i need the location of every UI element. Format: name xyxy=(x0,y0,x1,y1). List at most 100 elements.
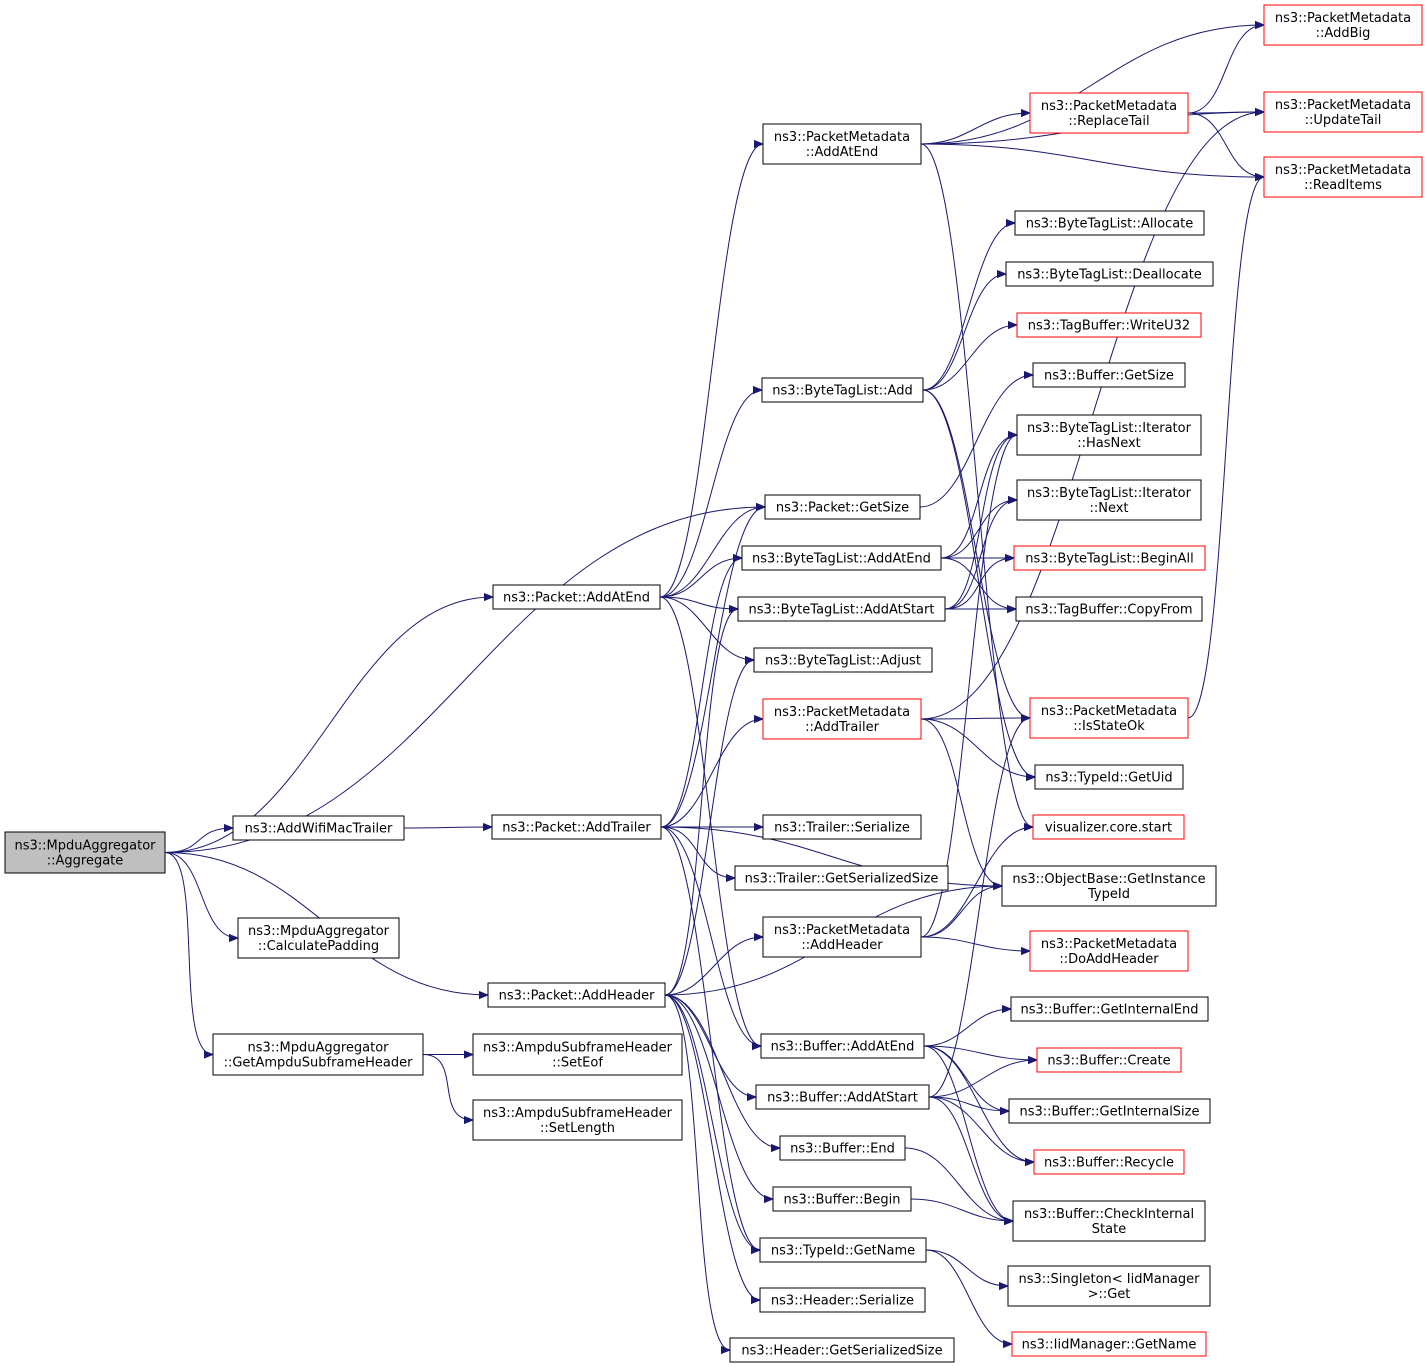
edge-path xyxy=(920,435,1018,938)
node-pmAddBig[interactable]: ns3::PacketMetadata::AddBig xyxy=(1263,4,1423,46)
edge-path xyxy=(922,389,1030,718)
node-agg[interactable]: ns3::MpduAggregator::Aggregate xyxy=(4,831,166,874)
node-box xyxy=(1034,764,1184,790)
node-pktGetSize[interactable]: ns3::Packet::GetSize xyxy=(764,494,921,520)
edge-path xyxy=(659,596,754,660)
node-tbWriteU32[interactable]: ns3::TagBuffer::WriteU32 xyxy=(1016,312,1202,338)
node-label: State xyxy=(1092,1222,1126,1237)
node-bufGetIntEnd[interactable]: ns3::Buffer::GetInternalEnd xyxy=(1010,996,1209,1022)
edge-path xyxy=(1187,25,1264,114)
edge-btlAddAtEnd-to-btlItNext xyxy=(940,500,1017,559)
node-trSer[interactable]: ns3::Trailer::Serialize xyxy=(762,814,922,840)
node-btlAddAtEnd[interactable]: ns3::ByteTagList::AddAtEnd xyxy=(741,545,942,571)
node-btlBeginAll[interactable]: ns3::ByteTagList::BeginAll xyxy=(1013,545,1206,571)
node-label: ns3::PacketMetadata xyxy=(1041,99,1177,114)
node-pmAddTrailer[interactable]: ns3::PacketMetadata::AddTrailer xyxy=(762,698,922,740)
node-box xyxy=(472,1033,683,1076)
node-pmUpdateTail[interactable]: ns3::PacketMetadata::UpdateTail xyxy=(1263,91,1423,133)
node-trGetSer[interactable]: ns3::Trailer::GetSerializedSize xyxy=(734,865,949,891)
node-hdrGetSer[interactable]: ns3::Header::GetSerializedSize xyxy=(729,1337,955,1363)
edge-btlAddAtStart-to-btlItNext xyxy=(944,500,1017,610)
node-label: ns3::Buffer::Create xyxy=(1047,1054,1170,1069)
node-label: ns3::PacketMetadata xyxy=(1275,11,1411,26)
node-calcPad[interactable]: ns3::MpduAggregator::CalculatePadding xyxy=(237,917,400,959)
edge-agg-to-pktGetSize xyxy=(164,507,765,853)
edge-bufAddAtStart-to-bufRecycle xyxy=(928,1096,1034,1162)
node-setEof[interactable]: ns3::AmpduSubframeHeader::SetEof xyxy=(472,1033,683,1076)
node-box xyxy=(1012,1200,1206,1242)
edge-path xyxy=(940,500,1017,559)
edge-path xyxy=(944,435,1017,610)
node-label: ns3::TagBuffer::WriteU32 xyxy=(1028,319,1190,334)
node-box xyxy=(779,1135,906,1161)
node-tidGetName[interactable]: ns3::TypeId::GetName xyxy=(759,1237,927,1263)
node-singletonGet[interactable]: ns3::Singleton< IidManager>::Get xyxy=(1007,1265,1211,1307)
edge-path xyxy=(920,827,1033,938)
node-bufBegin[interactable]: ns3::Buffer::Begin xyxy=(772,1186,912,1212)
node-pmReadItems[interactable]: ns3::PacketMetadata::ReadItems xyxy=(1263,156,1423,198)
node-box xyxy=(237,917,400,959)
edge-path xyxy=(940,557,1016,609)
node-label: ns3::Buffer::GetInternalEnd xyxy=(1020,1003,1198,1018)
node-box xyxy=(1008,1098,1211,1124)
node-hdrSer[interactable]: ns3::Header::Serialize xyxy=(759,1287,926,1313)
node-pmIsStateOk[interactable]: ns3::PacketMetadata::IsStateOk xyxy=(1029,697,1189,739)
node-tidGetUid[interactable]: ns3::TypeId::GetUid xyxy=(1034,764,1184,790)
node-addWifi[interactable]: ns3::AddWifiMacTrailer xyxy=(232,815,405,841)
node-tbCopyFrom[interactable]: ns3::TagBuffer::CopyFrom xyxy=(1015,596,1203,622)
node-btlAdjust[interactable]: ns3::ByteTagList::Adjust xyxy=(753,647,933,673)
node-box xyxy=(741,545,942,571)
node-pmReplaceTail[interactable]: ns3::PacketMetadata::ReplaceTail xyxy=(1029,92,1189,134)
node-label: ns3::TagBuffer::CopyFrom xyxy=(1025,603,1192,618)
node-btlItHasNext[interactable]: ns3::ByteTagList::Iterator::HasNext xyxy=(1016,414,1202,456)
edge-bufAddAtEnd-to-bufGetIntEnd xyxy=(923,1009,1011,1047)
edge-path xyxy=(920,113,1030,145)
node-pmDoAddHeader[interactable]: ns3::PacketMetadata::DoAddHeader xyxy=(1029,930,1189,972)
node-getAmpdu[interactable]: ns3::MpduAggregator::GetAmpduSubframeHea… xyxy=(212,1033,424,1076)
node-bufAddAtStart[interactable]: ns3::Buffer::AddAtStart xyxy=(755,1084,930,1110)
node-pktAddHeader[interactable]: ns3::Packet::AddHeader xyxy=(487,982,666,1008)
node-btlDeallocate[interactable]: ns3::ByteTagList::Deallocate xyxy=(1005,261,1214,287)
node-label: ns3::ByteTagList::Adjust xyxy=(765,654,921,669)
node-box xyxy=(472,1099,683,1141)
node-bufCreate[interactable]: ns3::Buffer::Create xyxy=(1036,1047,1182,1073)
edge-bufAddAtEnd-to-bufRecycle xyxy=(923,1045,1034,1162)
edge-path xyxy=(928,1060,1037,1098)
node-pmAddHeader[interactable]: ns3::PacketMetadata::AddHeader xyxy=(762,916,922,958)
node-btlAdd[interactable]: ns3::ByteTagList::Add xyxy=(761,377,924,403)
node-vizStart[interactable]: visualizer.core.start xyxy=(1032,814,1185,840)
edge-path xyxy=(1187,112,1264,177)
edge-pktAddAtEnd-to-btlAddAtStart xyxy=(659,596,738,609)
node-btlItNext[interactable]: ns3::ByteTagList::Iterator::Next xyxy=(1016,479,1202,521)
node-btlAddAtStart[interactable]: ns3::ByteTagList::AddAtStart xyxy=(737,596,946,622)
node-bufAddAtEnd[interactable]: ns3::Buffer::AddAtEnd xyxy=(760,1033,925,1059)
node-bufGetIntSize[interactable]: ns3::Buffer::GetInternalSize xyxy=(1008,1098,1211,1124)
node-btlAllocate[interactable]: ns3::ByteTagList::Allocate xyxy=(1014,210,1205,236)
node-label: ns3::Buffer::Recycle xyxy=(1044,1156,1174,1171)
edge-path xyxy=(922,325,1017,391)
edge-path xyxy=(403,827,492,828)
node-bufGetSize[interactable]: ns3::Buffer::GetSize xyxy=(1032,362,1186,388)
edge-path xyxy=(1187,112,1264,113)
edge-pmIsStateOk-to-pmReadItems xyxy=(1187,177,1265,719)
node-bufEnd[interactable]: ns3::Buffer::End xyxy=(779,1135,906,1161)
node-label: ::AddAtEnd xyxy=(806,145,878,160)
node-label: ns3::ByteTagList::Allocate xyxy=(1026,217,1194,232)
edge-pktAddHeader-to-bufBegin xyxy=(664,994,773,1199)
edge-pktAddAtEnd-to-btlAdd xyxy=(659,390,762,598)
node-pktAddTrailer[interactable]: ns3::Packet::AddTrailer xyxy=(491,814,662,840)
edge-tidGetName-to-iidGetName xyxy=(925,1249,1012,1344)
node-label: ::AddTrailer xyxy=(805,720,879,735)
node-setLen[interactable]: ns3::AmpduSubframeHeader::SetLength xyxy=(472,1099,683,1141)
node-iidGetName[interactable]: ns3::IidManager::GetName xyxy=(1011,1331,1207,1357)
edge-pmAddHeader-to-btlItHasNext xyxy=(920,435,1018,938)
node-pktAddAtEnd[interactable]: ns3::Packet::AddAtEnd xyxy=(492,584,661,610)
node-pmAddAtEnd[interactable]: ns3::PacketMetadata::AddAtEnd xyxy=(762,123,922,165)
node-label: ::SetEof xyxy=(552,1056,603,1071)
edge-path xyxy=(660,507,765,828)
node-bufRecycle[interactable]: ns3::Buffer::Recycle xyxy=(1033,1149,1185,1175)
edge-path xyxy=(659,390,762,598)
edge-path xyxy=(660,558,743,828)
